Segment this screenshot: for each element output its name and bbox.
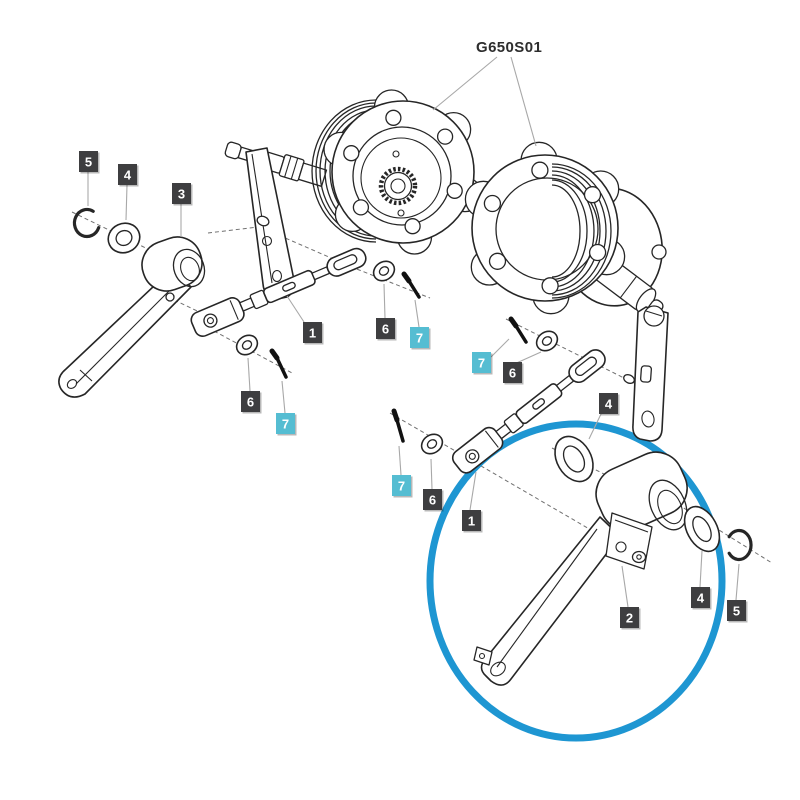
part-label-6[interactable]: 6 [241,357,262,414]
lever-arm-part2 [473,451,688,686]
part-label-5[interactable]: 5 [79,151,100,206]
part-label-2[interactable]: 2 [620,565,641,630]
washer-part6 [535,330,559,352]
top-link-rod-part1 [190,247,367,338]
cotter-pin-part7 [508,316,528,344]
svg-text:6: 6 [382,322,389,337]
bottom-link-rod-part1 [451,349,606,474]
part-label-4[interactable]: 4 [588,393,620,440]
svg-text:2: 2 [626,611,633,626]
part-label-6[interactable]: 6 [376,283,397,341]
washer-part6 [372,260,396,282]
svg-text:7: 7 [398,479,405,494]
svg-text:1: 1 [309,326,316,341]
part-label-4[interactable]: 4 [691,550,712,610]
spline-hub [378,166,418,206]
part-label-7[interactable]: 7 [410,299,431,350]
assembly-code-title: G650S01 [476,39,542,56]
svg-text:1: 1 [468,514,475,529]
highlight-circle [426,420,726,742]
part-label-3[interactable]: 3 [172,183,193,237]
lever-arm-part3 [58,236,206,398]
svg-text:3: 3 [178,187,185,202]
washer-part6 [420,433,444,455]
brake-drum-ribs-right [551,163,612,299]
svg-text:7: 7 [416,331,423,346]
cotter-pin-part7 [269,348,288,379]
part-labels-layer: 5 4 3 1 6 7 6 7 7 6 1 7 6 4 2 4 5 [79,151,748,630]
svg-text:7: 7 [478,356,485,371]
cotter-pin-part7 [391,408,405,443]
svg-text:5: 5 [733,604,740,619]
svg-text:5: 5 [85,155,92,170]
part-label-5[interactable]: 5 [727,563,748,623]
title-leader-lines [432,56,537,147]
part-label-1[interactable]: 1 [462,471,483,533]
svg-text:6: 6 [429,493,436,508]
left-hub-assembly [224,89,483,301]
svg-text:6: 6 [247,395,254,410]
snap-ring-part5-bottomright [727,528,753,562]
part-label-1[interactable]: 1 [286,295,324,345]
svg-text:4: 4 [697,591,705,606]
washer-part6 [235,334,259,356]
snap-ring-part5-topleft [72,207,101,239]
right-hub-assembly [464,141,669,442]
part-label-7[interactable]: 7 [392,445,413,498]
hub-flange-left [323,89,483,255]
washer-part4-topleft [107,222,141,254]
part-label-7[interactable]: 7 [276,380,297,436]
part-label-7[interactable]: 7 [472,338,510,375]
svg-text:4: 4 [124,168,132,183]
svg-text:4: 4 [605,397,613,412]
hub-lever-right [623,305,669,442]
part-label-4[interactable]: 4 [118,164,139,221]
cotter-pin-part7 [401,271,421,299]
svg-text:7: 7 [282,417,289,432]
part-label-6[interactable]: 6 [423,458,444,512]
part-label-6[interactable]: 6 [503,351,542,385]
washer-part4-bottomright [683,505,721,553]
seal-washer-part4 [554,435,594,483]
hub-flange-right [464,141,626,315]
svg-text:6: 6 [509,366,516,381]
